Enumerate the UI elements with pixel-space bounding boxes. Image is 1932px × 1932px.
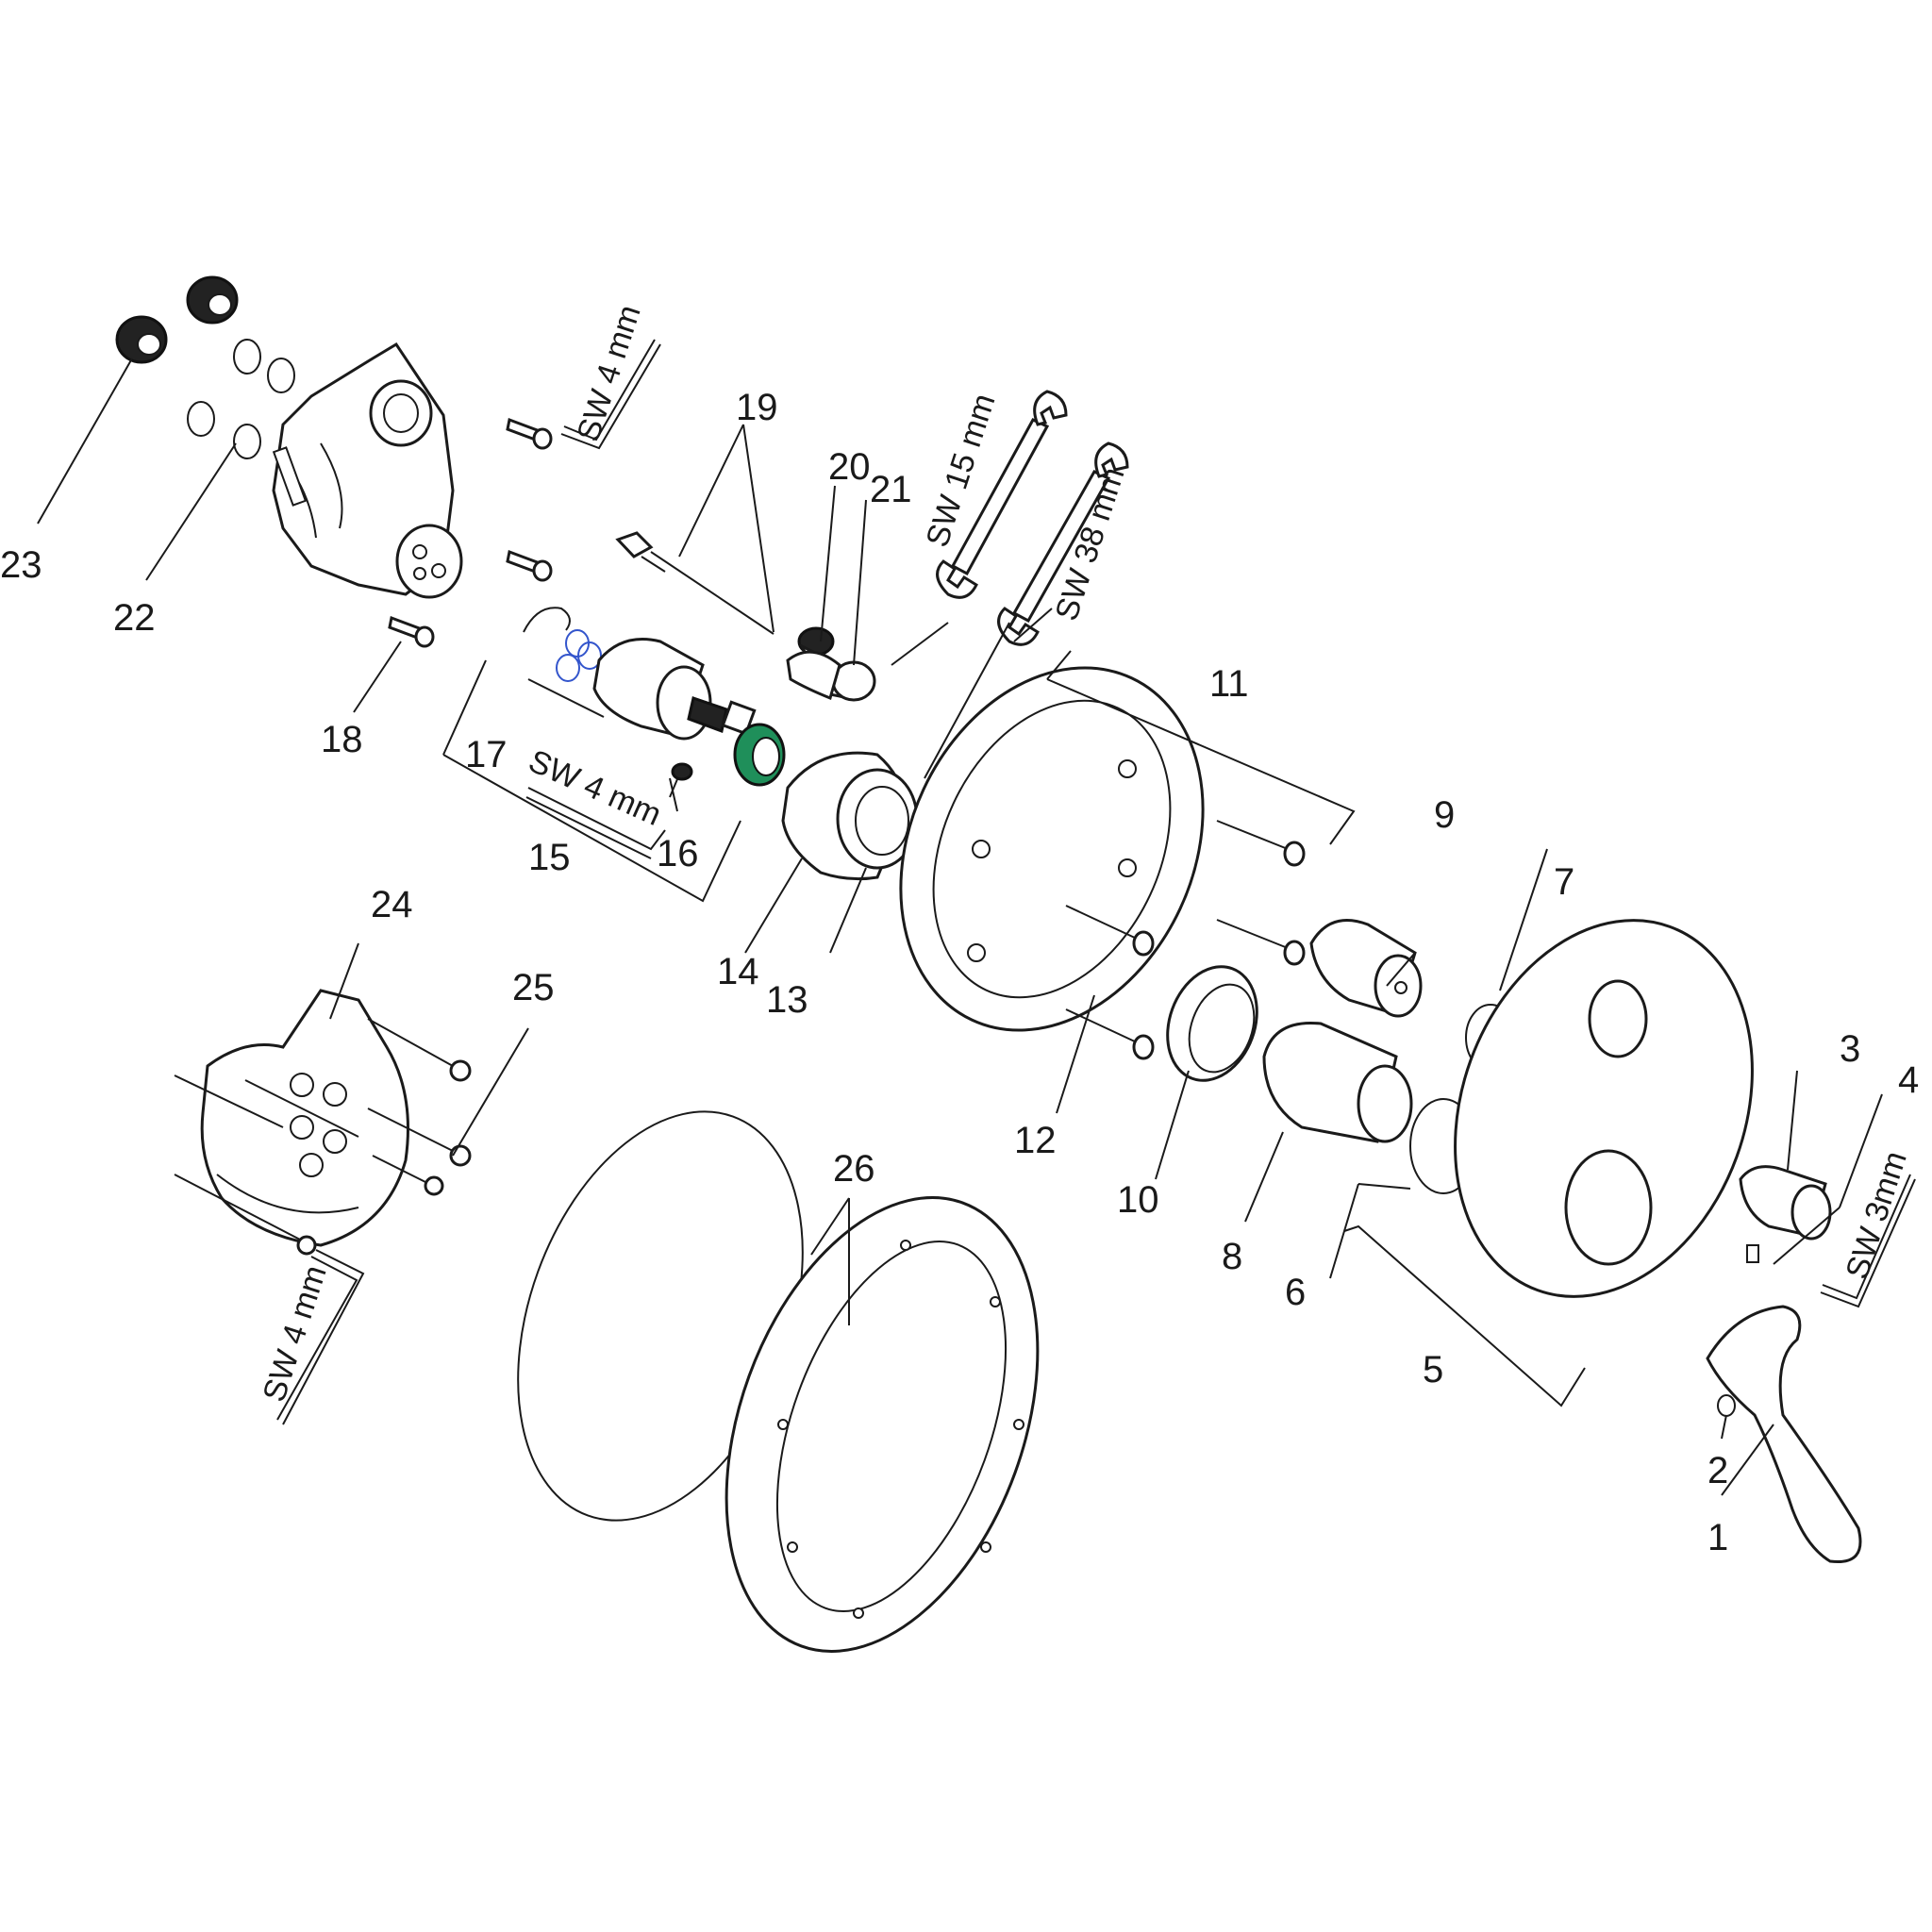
label-24: 24: [371, 884, 413, 925]
label-7: 7: [1554, 861, 1574, 903]
part-13-14-sleeve: [781, 751, 919, 881]
tool-label-sw4-upper: SW 4 mm: [570, 301, 647, 446]
label-11: 11: [1209, 663, 1249, 705]
label-23: 23: [0, 544, 42, 586]
part-24-plate: [200, 989, 409, 1247]
label-19: 19: [736, 387, 778, 428]
hex-key-sw4-upper: [560, 339, 661, 450]
hex-key-sw4-middle: [525, 787, 666, 859]
tool-label-sw4-lower: SW 4 mm: [256, 1261, 333, 1407]
label-10: 10: [1117, 1179, 1159, 1221]
tool-label-sw3: SW 3mm: [1839, 1147, 1913, 1284]
part-8-sleeve: [1262, 1021, 1413, 1143]
label-22: 22: [113, 597, 156, 639]
part-19-rod: [615, 531, 774, 635]
label-20: 20: [828, 446, 871, 488]
wrench-sw38: [997, 441, 1129, 646]
part-12-screws: [1065, 820, 1306, 1060]
label-6: 6: [1285, 1272, 1306, 1313]
part-4-screw: [1746, 1244, 1759, 1263]
part-10-ring: [1166, 965, 1258, 1082]
part-23-caps: [115, 275, 239, 364]
part-9-cap: [1309, 919, 1423, 1018]
label-12: 12: [1014, 1120, 1057, 1161]
part-20-21-cartridge: [786, 626, 876, 702]
label-26: 26: [833, 1148, 875, 1190]
label-1: 1: [1707, 1517, 1728, 1558]
label-15: 15: [528, 837, 571, 878]
hex-key-sw3: [1820, 1174, 1916, 1308]
label-21: 21: [870, 469, 912, 510]
label-4: 4: [1898, 1059, 1919, 1101]
part-22-o-rings: [187, 339, 295, 459]
part-3-button: [1739, 1165, 1832, 1241]
valve-body: [272, 341, 463, 599]
part-5-cover-plate: [1454, 919, 1754, 1298]
label-8: 8: [1222, 1236, 1242, 1277]
part-26-trim-ring: [724, 1196, 1040, 1653]
part-labels: 23 22 18 19 20 21 11 9 7 3 4 17 15 16 14…: [0, 387, 1919, 1558]
leader-lines: [37, 358, 1883, 1496]
label-17: 17: [465, 734, 508, 775]
part-17-clip: [523, 607, 571, 633]
label-2: 2: [1707, 1450, 1728, 1491]
screws-upper: [388, 417, 553, 648]
label-5: 5: [1423, 1349, 1443, 1391]
label-13: 13: [766, 979, 808, 1021]
part-17-o-ring-blue: [556, 629, 602, 682]
part-15-cartridge: [592, 638, 757, 741]
part-1-lever-handle: [1706, 1305, 1862, 1564]
tool-label-sw4-middle: SW 4 mm: [524, 743, 667, 833]
hex-key-sw4-lower: [276, 1249, 365, 1425]
label-9: 9: [1434, 794, 1455, 836]
label-25: 25: [512, 967, 555, 1008]
part-2-screw: [1717, 1394, 1736, 1417]
wrench-sw15: [936, 390, 1068, 599]
label-14: 14: [717, 951, 759, 992]
label-16: 16: [657, 833, 699, 874]
label-18: 18: [321, 719, 363, 760]
part-11-mounting-frame: [899, 666, 1205, 1032]
part-green-ring: [733, 723, 786, 787]
label-3: 3: [1840, 1028, 1860, 1070]
part-16-screw: [669, 762, 693, 798]
